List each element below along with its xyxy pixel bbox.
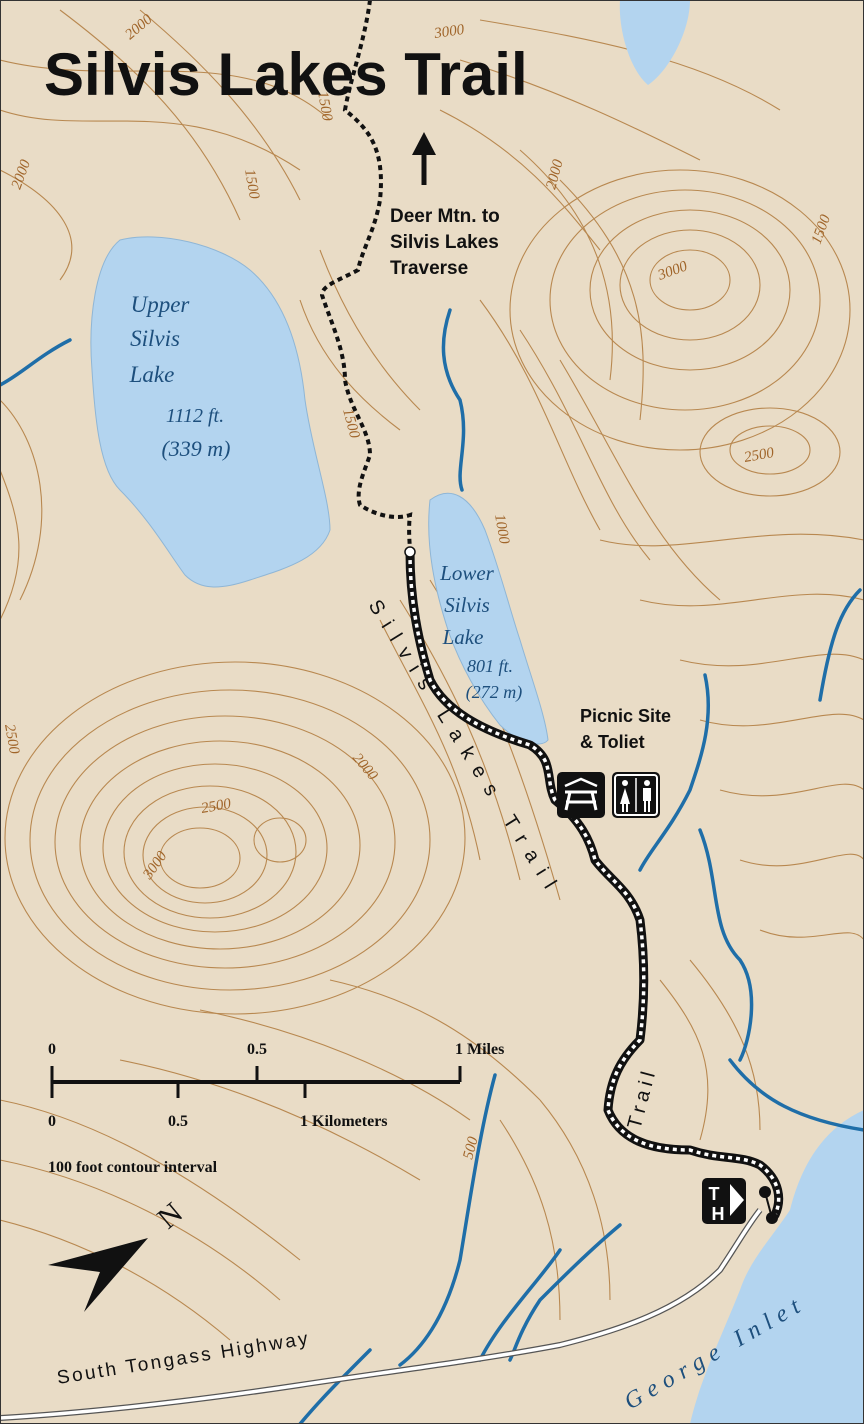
traverse-label-line-2: Silvis Lakes bbox=[390, 232, 499, 253]
george-inlet-water bbox=[690, 1110, 864, 1424]
upper-lake-labels: Upper Silvis Lake 1112 ft. (339 m) bbox=[129, 292, 231, 461]
traverse-label-line-3: Traverse bbox=[390, 258, 468, 279]
picnic-label: Picnic Site & Toliet bbox=[580, 706, 671, 752]
lower-silvis-lake bbox=[428, 492, 549, 745]
upper-lake-name-3: Lake bbox=[129, 362, 175, 387]
contour-label: 2500 bbox=[1, 723, 22, 756]
traverse-direction-arrow-icon bbox=[412, 132, 436, 185]
picnic-table-icon bbox=[557, 772, 605, 818]
scale-mile-tick-0: 0 bbox=[48, 1041, 56, 1058]
top-pond bbox=[619, 0, 690, 85]
contour-label: 3000 bbox=[432, 22, 465, 42]
contour-label: 2500 bbox=[200, 796, 233, 817]
scale-km-tick-1: 1 Kilometers bbox=[300, 1113, 388, 1130]
map-title: Silvis Lakes Trail bbox=[44, 41, 528, 108]
parking-marker-icon bbox=[759, 1186, 778, 1224]
contour-interval-note: 100 foot contour interval bbox=[48, 1159, 218, 1176]
lower-lake-name-2: Silvis bbox=[444, 593, 490, 617]
lower-lake-labels: Lower Silvis Lake 801 ft. (272 m) bbox=[439, 561, 522, 703]
contour-label: 1500 bbox=[314, 90, 335, 123]
scale-mile-tick-1: 1 Miles bbox=[455, 1041, 504, 1058]
upper-silvis-lake bbox=[90, 236, 331, 588]
picnic-label-line-1: Picnic Site bbox=[580, 706, 671, 726]
scale-km-tick-0: 0 bbox=[48, 1113, 56, 1130]
trail-end-marker bbox=[404, 546, 416, 558]
lower-lake-elevation-ft: 801 ft. bbox=[467, 656, 513, 676]
lower-lake-name-3: Lake bbox=[442, 625, 484, 649]
scale-bar: 0 0.5 1 Miles 0 0.5 1 Kilometers 100 foo… bbox=[48, 1041, 504, 1176]
highway-fill bbox=[0, 1208, 762, 1420]
restroom-icon bbox=[612, 772, 660, 818]
traverse-label-line-1: Deer Mtn. to bbox=[390, 206, 500, 227]
scale-mile-tick-half: 0.5 bbox=[247, 1041, 267, 1058]
upper-lake-elevation-ft: 1112 ft. bbox=[166, 405, 224, 427]
lower-lake-elevation-m: (272 m) bbox=[466, 682, 523, 703]
upper-lake-name-1: Upper bbox=[131, 292, 191, 317]
contour-label: 1000 bbox=[491, 513, 512, 546]
trailhead-label-top: T bbox=[709, 1184, 720, 1204]
deer-mtn-traverse-route bbox=[319, 0, 413, 553]
contour-label: 500 bbox=[460, 1135, 481, 1161]
trail-inner-dashes bbox=[408, 551, 781, 1216]
contour-label: 1500 bbox=[339, 407, 362, 441]
upper-lake-name-2: Silvis bbox=[130, 326, 180, 351]
contour-label: 2000 bbox=[543, 157, 566, 191]
streams bbox=[0, 308, 864, 1424]
contour-label: 1500 bbox=[241, 168, 262, 201]
contour-label: 2500 bbox=[743, 445, 776, 466]
trailhead-icon: T H bbox=[702, 1178, 746, 1224]
scale-km-tick-half: 0.5 bbox=[168, 1113, 188, 1130]
picnic-label-line-2: & Toliet bbox=[580, 732, 645, 752]
upper-lake-elevation-m: (339 m) bbox=[161, 436, 230, 461]
lower-lake-name-1: Lower bbox=[439, 561, 495, 585]
traverse-label: Deer Mtn. to Silvis Lakes Traverse bbox=[390, 206, 500, 279]
trailhead-label-bottom: H bbox=[712, 1204, 725, 1224]
